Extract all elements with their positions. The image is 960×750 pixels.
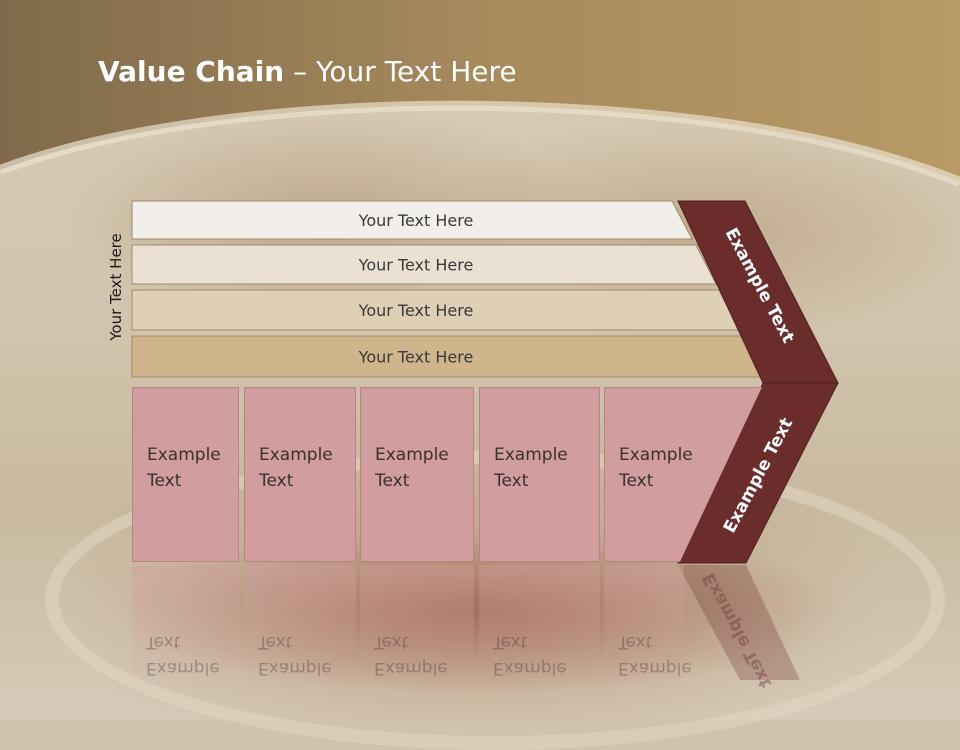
box-line2: Text	[147, 471, 182, 491]
activity-box-4: Example Text	[479, 387, 600, 562]
slide-title: Value Chain – Your Text Here	[98, 55, 517, 88]
box-line2: Text	[375, 471, 410, 491]
title-rest: – Your Text Here	[284, 55, 517, 88]
box-line2: Text	[619, 471, 654, 491]
box-line1: Example	[147, 445, 221, 465]
chain-bar-1	[131, 200, 693, 240]
chain-bar-2	[131, 244, 717, 285]
activity-box-3: Example Text	[360, 387, 474, 562]
box-line2: Text	[259, 471, 294, 491]
box-line1: Example	[619, 445, 693, 465]
chain-bar-label-3: Your Text Here	[358, 301, 474, 320]
activity-box-1: Example Text	[132, 387, 239, 562]
box-line1: Example	[259, 445, 333, 465]
chevron-reflection	[678, 565, 800, 680]
title-bold: Value Chain	[98, 55, 285, 88]
header-band	[0, 0, 960, 187]
chain-bar-label-1: Your Text Here	[358, 211, 474, 230]
chain-bar-label-2: Your Text Here	[358, 256, 474, 275]
box-line1: Example	[375, 445, 449, 465]
box-line1: Example	[494, 445, 568, 465]
box-line2: Text	[494, 471, 529, 491]
activity-box-2: Example Text	[244, 387, 356, 562]
chain-bar-label-4: Your Text Here	[358, 348, 474, 367]
